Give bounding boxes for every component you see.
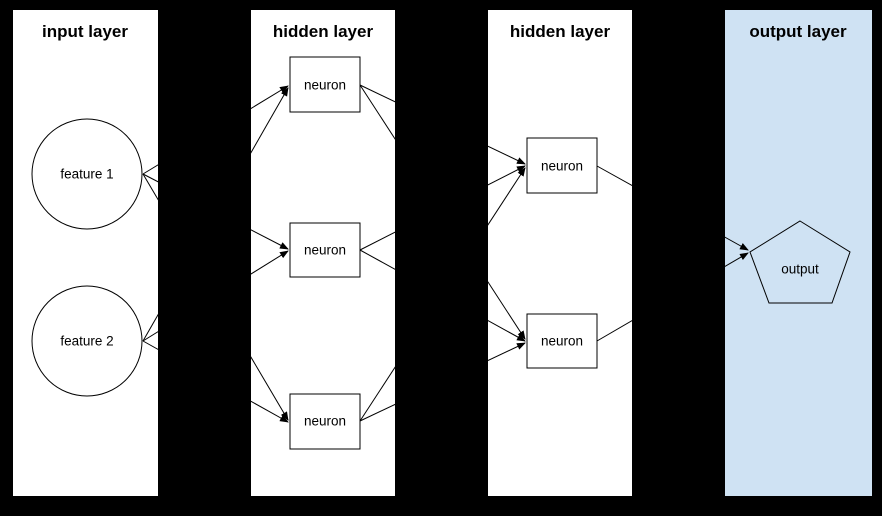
node-feature-1-label: feature 1 — [60, 167, 113, 182]
panel-output-layer — [725, 10, 872, 496]
connector-n1-m2 — [359, 84, 526, 340]
panel-hidden-layer-2 — [488, 10, 632, 496]
node-hidden1-neuron-2-label: neuron — [304, 243, 346, 258]
connector-f1-n1 — [142, 85, 289, 175]
connector-f2-n1 — [142, 87, 289, 342]
connector-f1-n3 — [142, 173, 289, 421]
node-hidden1-neuron-3 — [289, 393, 361, 450]
node-hidden1-neuron-1-label: neuron — [304, 78, 346, 93]
connector-m2-output — [596, 252, 749, 342]
node-hidden2-neuron-1-label: neuron — [541, 159, 583, 174]
connector-n2-m2 — [359, 249, 526, 342]
node-feature-2 — [31, 285, 143, 397]
node-hidden1-neuron-2 — [289, 222, 361, 278]
connector-f2-n2 — [142, 250, 289, 342]
connector-m1-output — [596, 165, 749, 251]
node-output-pentagon — [749, 220, 851, 304]
title-hidden-layer-2: hidden layer — [510, 22, 611, 41]
connector-n2-m1 — [359, 165, 526, 251]
connector-n3-m2 — [359, 342, 526, 422]
node-feature-2-label: feature 2 — [60, 334, 113, 349]
connector-n3-m1 — [359, 167, 526, 422]
title-input-layer: input layer — [42, 22, 128, 41]
node-hidden2-neuron-2 — [526, 313, 598, 369]
panel-input-layer — [13, 10, 158, 496]
node-hidden2-neuron-1 — [526, 137, 598, 194]
connector-f1-n2 — [142, 173, 289, 250]
title-output-layer: output layer — [749, 22, 847, 41]
node-feature-1 — [31, 118, 143, 230]
title-hidden-layer-1: hidden layer — [273, 22, 374, 41]
connector-f2-n3 — [142, 340, 289, 423]
connector-group — [142, 84, 749, 423]
node-hidden1-neuron-1 — [289, 56, 361, 113]
connector-n1-m1 — [359, 84, 526, 165]
node-output-label: output — [781, 262, 819, 277]
node-hidden1-neuron-3-label: neuron — [304, 414, 346, 429]
node-hidden2-neuron-2-label: neuron — [541, 334, 583, 349]
